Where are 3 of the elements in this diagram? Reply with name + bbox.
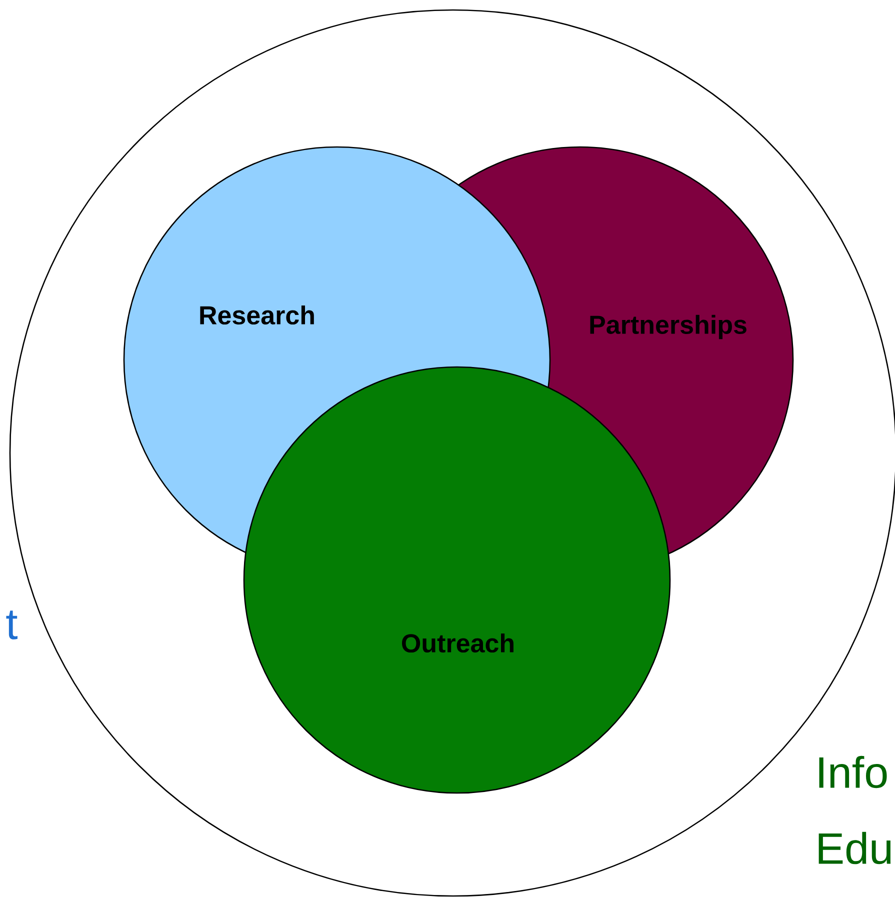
label-text: Edu [818, 832, 891, 864]
label-text: Info [819, 756, 887, 788]
label-text: t [6, 610, 18, 640]
